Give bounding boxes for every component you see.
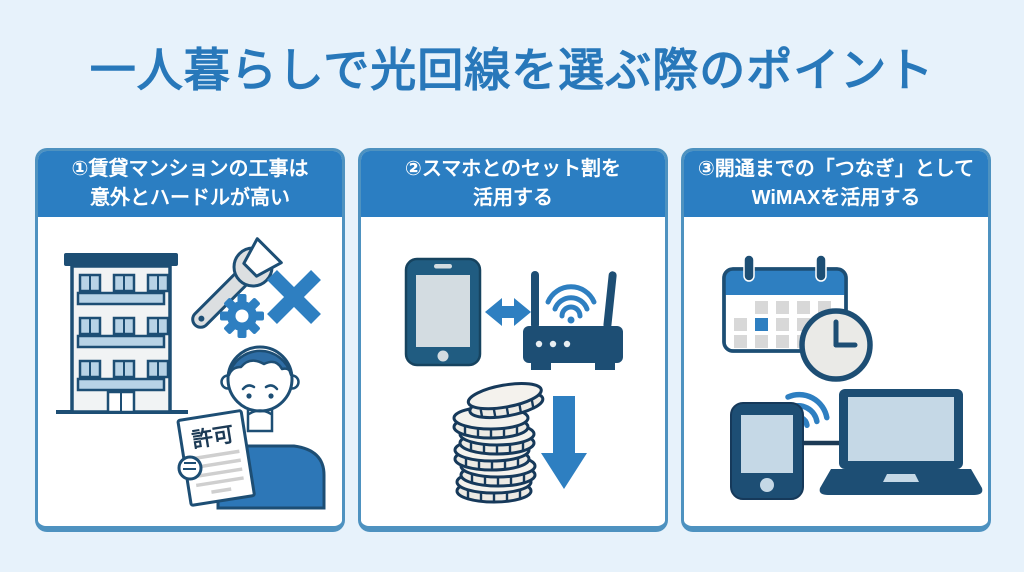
panel-row: ①賃貸マンションの工事は 意外とハードルが高い: [35, 148, 991, 532]
down-arrow-icon: [541, 396, 587, 489]
panel-1-heading: ①賃貸マンションの工事は 意外とハードルが高い: [38, 151, 342, 217]
panel-2-body: [361, 217, 665, 526]
panel-1-body: 許可: [38, 217, 342, 526]
person-hand: [177, 455, 203, 481]
cross-mark-icon: [267, 270, 321, 324]
panel-2-heading-line2: 活用する: [473, 187, 553, 209]
panel-1-heading-line2: 意外とハードルが高い: [90, 187, 290, 209]
panel-3-illustration: [722, 254, 983, 500]
smartphone-icon: [404, 257, 482, 367]
panel-wimax-bridge: ③開通までの「つなぎ」として WiMAXを活用する: [681, 148, 991, 532]
gear-icon: [220, 294, 264, 338]
wrench-icon: [191, 237, 283, 329]
clock-icon: [799, 308, 873, 382]
wifi-waves-icon: [545, 284, 597, 319]
permit-document-icon: 許可: [176, 409, 256, 507]
panel-3-heading: ③開通までの「つなぎ」として WiMAXを活用する: [684, 151, 988, 217]
mobile-wifi-router-icon: [730, 402, 804, 500]
sync-arrows-icon: [485, 298, 531, 326]
coin-stack-icon: [452, 382, 545, 504]
panel-rental-construction: ①賃貸マンションの工事は 意外とハードルが高い: [35, 148, 345, 532]
apartment-building-icon: [56, 253, 188, 414]
panel-smartphone-set-discount: ②スマホとのセット割を 活用する: [358, 148, 668, 532]
laptop-icon: [819, 389, 983, 495]
panel-3-heading-line2: WiMAXを活用する: [751, 187, 921, 209]
panel-2-heading-line1: ②スマホとのセット割を: [404, 158, 622, 180]
panel-1-heading-line1: ①賃貸マンションの工事は: [71, 158, 309, 180]
panel-3-heading-line1: ③開通までの「つなぎ」として: [697, 158, 975, 180]
panel-2-illustration: [404, 257, 623, 504]
wifi-router-icon: [523, 271, 623, 370]
panel-2-heading: ②スマホとのセット割を 活用する: [361, 151, 665, 217]
panel-3-body: [684, 217, 988, 526]
panel-1-illustration: 許可: [56, 237, 326, 510]
page-title: 一人暮らしで光回線を選ぶ際のポイント: [89, 44, 935, 96]
